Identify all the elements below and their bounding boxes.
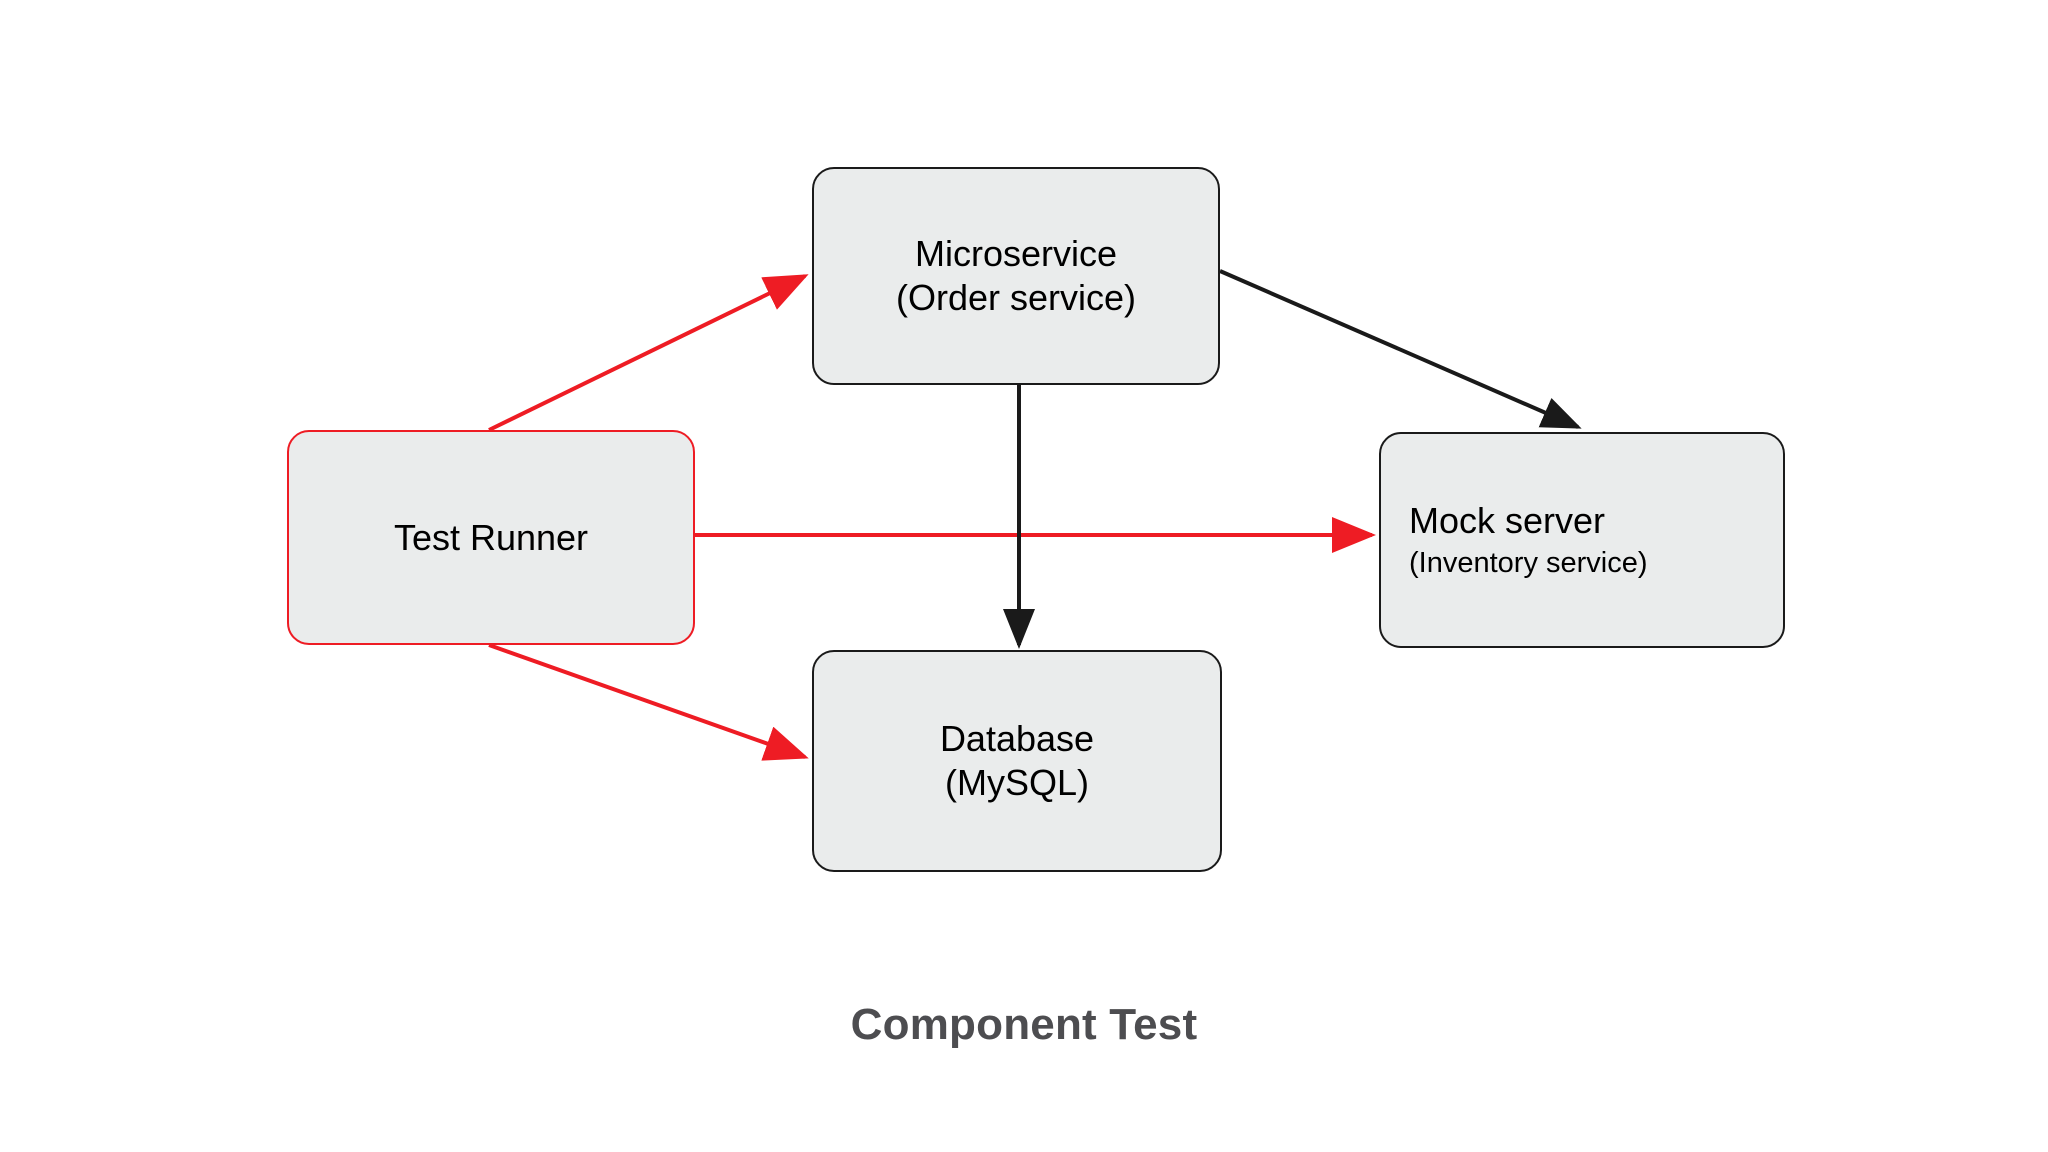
edge-test-runner-to-database bbox=[488, 643, 809, 761]
node-microservice-line1: Microservice bbox=[914, 233, 1118, 275]
edge-test-runner-to-microservice bbox=[488, 274, 809, 432]
node-mock-server[interactable]: Mock server (Inventory service) bbox=[1379, 432, 1785, 648]
node-microservice[interactable]: Microservice (Order service) bbox=[812, 167, 1220, 385]
node-mock-server-line2: (Inventory service) bbox=[1409, 546, 1648, 579]
node-database[interactable]: Database (MySQL) bbox=[812, 650, 1222, 872]
node-database-line1: Database bbox=[939, 718, 1095, 760]
node-mock-server-line1: Mock server bbox=[1409, 499, 1606, 541]
node-microservice-line2: (Order service) bbox=[895, 277, 1137, 318]
node-database-line2: (MySQL) bbox=[945, 762, 1089, 803]
node-test-runner-line1: Test Runner bbox=[393, 516, 589, 558]
node-test-runner[interactable]: Test Runner bbox=[287, 430, 695, 645]
diagram-caption: Component Test bbox=[850, 1000, 1198, 1049]
edge-microservice-to-mock-server bbox=[1219, 269, 1582, 429]
